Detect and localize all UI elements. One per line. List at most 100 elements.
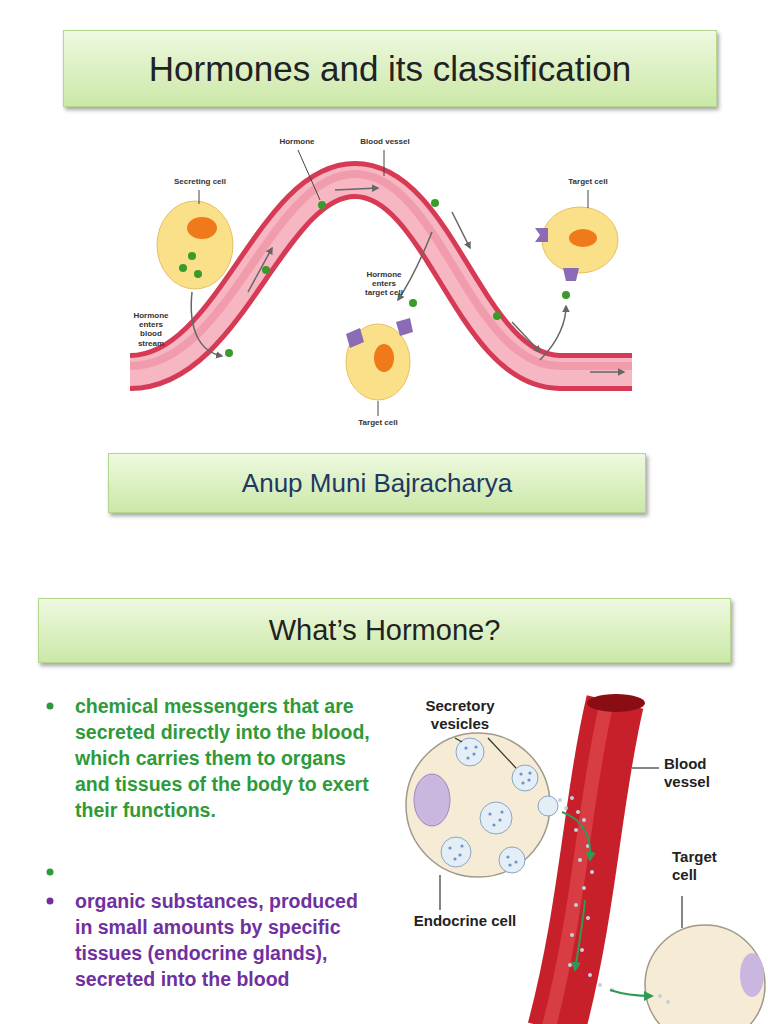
target-cell <box>374 344 394 372</box>
target-cell <box>740 953 764 997</box>
bullet-dot <box>47 898 54 905</box>
secreted-hormone <box>564 806 568 810</box>
secreted-hormone <box>570 933 574 937</box>
leader-line <box>384 150 385 176</box>
slide-title: Hormones and its classification <box>149 49 631 89</box>
flow-arrow <box>248 248 272 292</box>
secretory-vesicle <box>538 796 558 816</box>
part-label: Secretory vesicles <box>412 697 508 733</box>
hormone-dot <box>409 299 417 307</box>
secreted-hormone <box>590 870 594 874</box>
hormone-dot <box>225 349 233 357</box>
flow-arrow <box>398 232 432 300</box>
secreted-hormone <box>658 994 662 998</box>
target-cell <box>645 925 765 1024</box>
hormone-dot <box>431 199 439 207</box>
vesicle-dots <box>448 846 451 849</box>
leader-line <box>199 190 200 204</box>
bullet-text: organic substances, produced in small am… <box>75 888 375 992</box>
secreted-hormone <box>574 828 578 832</box>
leader-line <box>588 190 589 208</box>
flow-arrow <box>590 371 624 373</box>
secreted-hormone <box>568 963 572 967</box>
secreted-hormone <box>576 810 580 814</box>
part-label: Blood vessel <box>664 755 726 791</box>
part-label: Hormone <box>272 137 322 146</box>
part-label: Secreting cell <box>164 177 236 186</box>
leader-line <box>378 401 379 416</box>
bullet-dot <box>47 703 54 710</box>
secreted-hormone <box>580 948 584 952</box>
leader-line <box>298 150 320 200</box>
hormone-dot <box>318 201 326 209</box>
target-cell <box>396 318 413 336</box>
slide-banner: What’s Hormone? <box>38 598 731 663</box>
bullet-dot <box>47 703 54 905</box>
leader-line <box>681 896 682 928</box>
vesicle-dots <box>464 746 467 749</box>
leader-line <box>439 875 440 910</box>
leader-line <box>199 150 588 416</box>
vesicle-dots <box>506 855 509 858</box>
hormone-dot <box>262 266 270 274</box>
blood-vessel <box>587 694 645 712</box>
bullet-text: chemical messengers that are secreted di… <box>75 693 375 823</box>
flow-arrow <box>562 812 590 860</box>
secreted-hormone <box>558 796 670 1004</box>
target-cell <box>535 228 548 242</box>
target-cell <box>535 207 618 281</box>
secretory-vesicle <box>499 847 525 873</box>
target-cell <box>542 207 618 273</box>
secretory-vesicle <box>441 837 471 867</box>
endocrine-cell <box>414 774 450 826</box>
flow-arrow <box>512 322 540 352</box>
hormone-dot <box>493 312 501 320</box>
secreting-cell <box>157 201 233 289</box>
part-label: Hormone enters target cell <box>360 270 408 298</box>
target-cell <box>346 318 413 400</box>
hormone-dot <box>188 252 196 260</box>
vesicle-dots <box>492 823 495 826</box>
banner-text: Anup Muni Bajracharya <box>242 468 512 499</box>
bullet-dot <box>47 869 54 876</box>
part-label: Endocrine cell <box>400 912 530 930</box>
vesicle-dots <box>453 857 456 860</box>
flow-arrow <box>191 292 222 356</box>
part-label: Hormone enters blood stream <box>128 311 174 348</box>
secreted-hormone <box>586 916 590 920</box>
vesicle-dots <box>527 778 530 781</box>
vesicle-dots <box>508 863 511 866</box>
flow-arrow <box>335 188 378 190</box>
secreted-hormone <box>558 798 562 802</box>
vesicle-dots <box>472 752 475 755</box>
vesicle-dots <box>460 844 463 847</box>
secreting-cell <box>187 217 217 239</box>
title-banner: Hormones and its classification <box>63 30 717 107</box>
secreted-hormone <box>578 858 582 862</box>
flow-arrow <box>540 306 566 360</box>
leader-line <box>440 738 682 928</box>
secretory-vesicle <box>441 738 558 873</box>
vesicle-dots <box>466 756 469 759</box>
vesicle-dots <box>519 772 522 775</box>
leader-line <box>455 738 462 742</box>
vesicle-dots <box>498 818 501 821</box>
slide-banner: Anup Muni Bajracharya <box>108 453 646 513</box>
endocrine-cell <box>406 733 550 877</box>
blood-vessel <box>548 694 645 1024</box>
vesicle-dots <box>458 853 461 856</box>
secreted-hormone <box>598 983 602 987</box>
flow-arrow <box>191 188 624 372</box>
secretory-vesicle <box>456 738 484 766</box>
secretory-vesicle <box>512 765 538 791</box>
hormone-dot <box>179 264 187 272</box>
vesicle-dots <box>528 771 531 774</box>
part-label: Blood vessel <box>355 137 415 146</box>
vesicle-dots <box>448 745 531 866</box>
part-label: Target cell <box>556 177 620 186</box>
secreting-cell <box>157 201 233 289</box>
secreted-hormone <box>582 886 586 890</box>
hormone-dot <box>179 199 570 357</box>
vesicle-dots <box>514 860 517 863</box>
flow-arrow <box>610 990 652 996</box>
